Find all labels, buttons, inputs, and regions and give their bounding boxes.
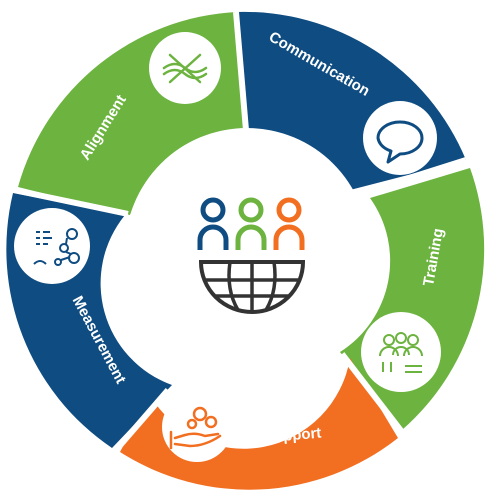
- segment-label-support: Support: [263, 425, 322, 447]
- center-circle: [125, 128, 369, 372]
- team-over-globe-icon: [197, 197, 306, 314]
- hand-with-coins-icon: [169, 406, 222, 450]
- training-icon-badge: [361, 312, 441, 392]
- segment-support: [120, 358, 398, 490]
- speech-bubble-icon: [376, 120, 424, 164]
- team-meeting-icon: [379, 332, 423, 373]
- support-icon-badge: [162, 392, 232, 462]
- measurement-icon-badge: [14, 208, 90, 284]
- crossed-arrows-icon: [162, 53, 208, 84]
- data-analytics-icon: [33, 228, 80, 266]
- communication-icon-badge: [363, 101, 437, 175]
- alignment-icon-badge: [149, 32, 221, 104]
